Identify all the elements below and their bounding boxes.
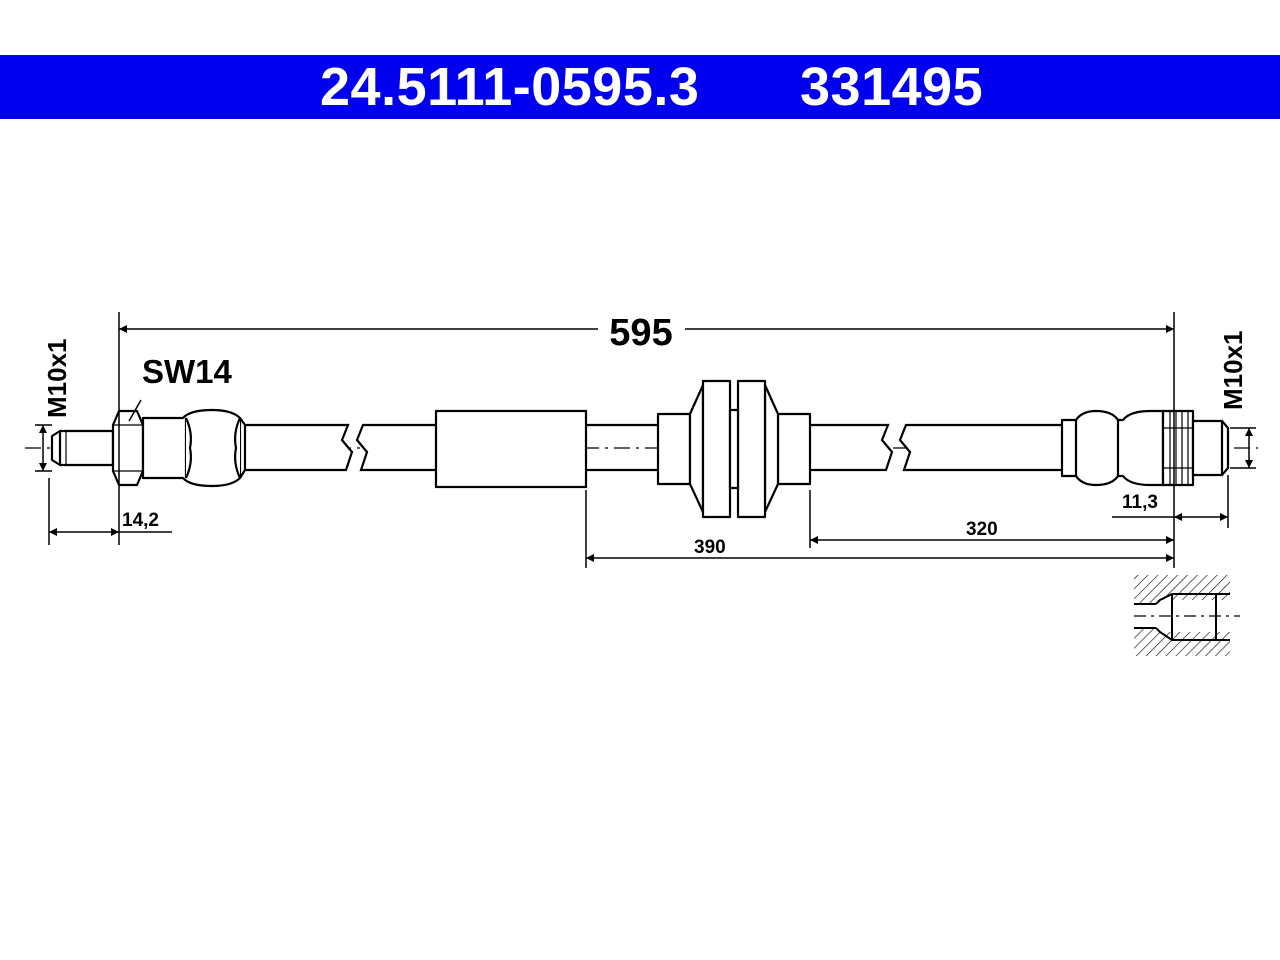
total-length-label: 595 [609, 312, 672, 354]
left-fitting [50, 408, 247, 488]
right-fitting [1060, 409, 1230, 487]
dimension-390-label: 390 [694, 537, 726, 558]
hose-body [245, 423, 1062, 472]
left-thread-label: M10x1 [42, 339, 72, 419]
part-number: 24.5111-0595.3 [320, 57, 700, 117]
port-section-detail [1134, 575, 1240, 656]
protective-sleeve [434, 409, 588, 489]
dimension-lines [35, 312, 1256, 568]
mounting-bracket [656, 379, 812, 519]
header-bar: 24.5111-0595.3 331495 [0, 55, 1280, 119]
dimension-320-label: 320 [966, 519, 998, 540]
right-end-length-label: 11,3 [1122, 492, 1158, 513]
wrench-size-label: SW14 [142, 353, 233, 390]
left-end-length-label: 14,2 [122, 510, 159, 531]
reference-number: 331495 [800, 57, 984, 117]
right-thread-label: M10x1 [1218, 331, 1248, 411]
